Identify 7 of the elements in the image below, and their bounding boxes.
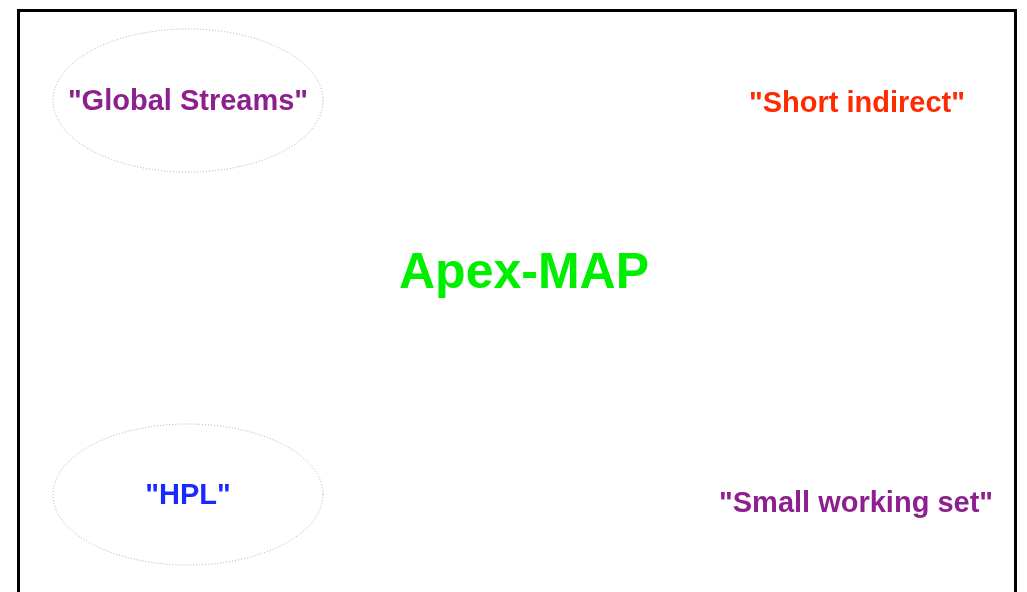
- corner-label: "Small working set": [719, 486, 994, 519]
- corner-label: "Short indirect": [749, 86, 965, 119]
- center-title: Apex-MAP: [399, 242, 650, 300]
- node-label: "Global Streams": [67, 84, 309, 117]
- ellipse-node: [52, 423, 324, 566]
- ellipse-node: [52, 28, 324, 173]
- node-label: "HPL": [145, 478, 231, 511]
